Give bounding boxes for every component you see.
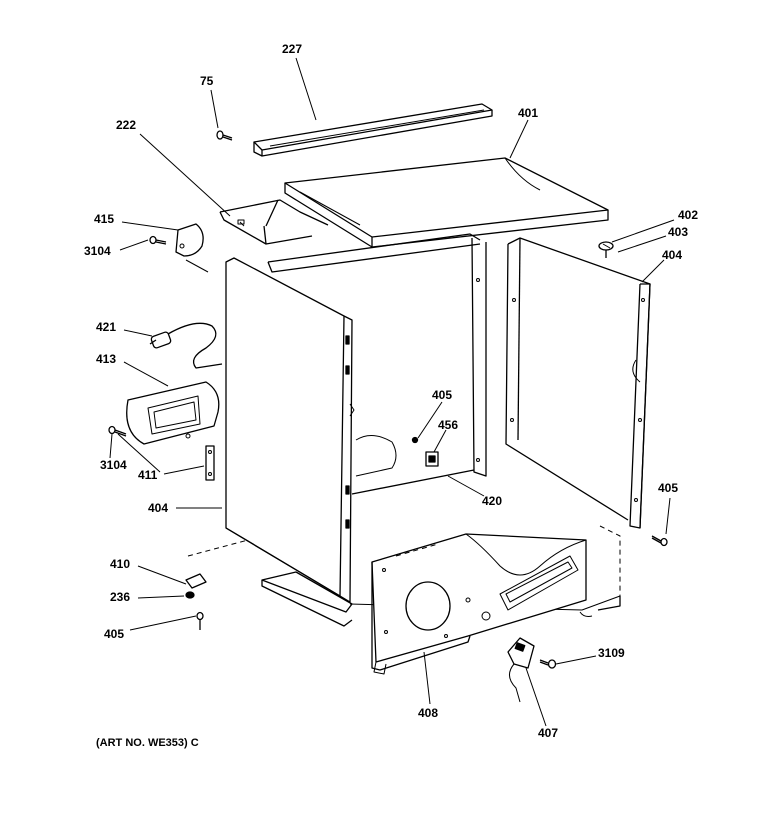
- part-456-terminal-block: [411, 436, 439, 467]
- label-405-right: 405: [658, 481, 679, 495]
- label-407: 407: [538, 726, 559, 740]
- label-403: 403: [668, 225, 689, 239]
- label-421: 421: [96, 320, 117, 334]
- part-222-top-bracket: [219, 199, 329, 245]
- label-415: 415: [94, 212, 115, 226]
- part-3104-screw-upper: [149, 235, 167, 245]
- part-401-cabinet-top: [284, 157, 609, 248]
- label-405-lower: 405: [104, 627, 125, 641]
- part-413-access-cover: [126, 381, 220, 445]
- part-3109-screw: [539, 659, 557, 669]
- part-410-leveling-leg: [185, 573, 207, 630]
- label-3109: 3109: [598, 646, 625, 660]
- part-421-power-cord: [149, 322, 223, 369]
- label-420: 420: [482, 494, 503, 508]
- part-75-screw: [216, 130, 233, 141]
- alignment-lines: [187, 525, 621, 598]
- part-407-switch: [507, 637, 535, 703]
- label-405-rear: 405: [432, 388, 453, 402]
- part-227-top-rail: [253, 103, 493, 157]
- leader-lines: [109, 57, 675, 727]
- part-408-front-panel: [371, 533, 587, 675]
- label-227: 227: [282, 42, 303, 56]
- part-415-cover-plate: [175, 223, 204, 257]
- label-402: 402: [678, 208, 699, 222]
- label-404-left: 404: [148, 501, 169, 515]
- label-408: 408: [418, 706, 439, 720]
- label-456: 456: [438, 418, 459, 432]
- part-3104-screw-lower: [108, 425, 127, 437]
- label-401: 401: [518, 106, 539, 120]
- part-420-cabinet-body: [267, 233, 651, 529]
- label-413: 413: [96, 352, 117, 366]
- label-3104-upper: 3104: [84, 244, 111, 258]
- part-405-screw-right: [651, 535, 668, 547]
- label-222: 222: [116, 118, 137, 132]
- art-number: (ART NO. WE353) C: [96, 737, 199, 749]
- part-411-strap: [205, 445, 215, 481]
- label-75: 75: [200, 74, 214, 88]
- label-411: 411: [138, 468, 158, 482]
- label-410: 410: [110, 557, 131, 571]
- label-404-right: 404: [662, 248, 683, 262]
- part-402-403-fastener: [598, 241, 614, 258]
- label-3104-lower: 3104: [100, 458, 127, 472]
- label-236: 236: [110, 590, 131, 604]
- part-404-left-side-panel: [225, 257, 355, 603]
